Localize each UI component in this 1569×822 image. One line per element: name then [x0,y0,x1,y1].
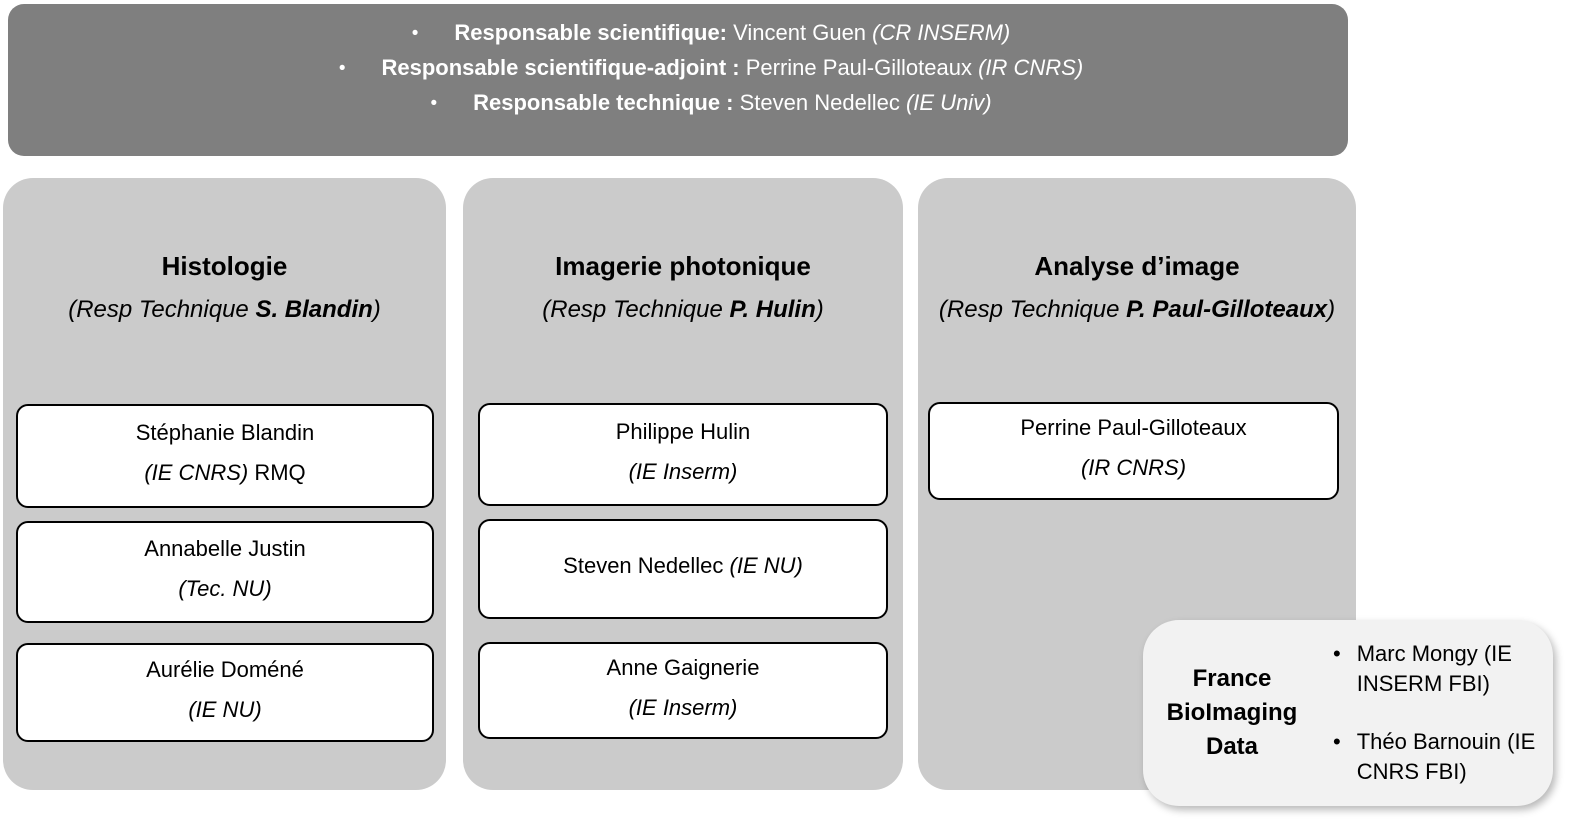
affiliation: (CR INSERM) [872,20,1011,45]
column-subtitle: (Resp Technique P. Paul-Gilloteaux) [938,296,1336,323]
member-name: Stéphanie Blandin [135,420,315,445]
leadership-line-technique: • Responsable technique : Steven Nedellec… [8,86,1348,121]
member-card: Perrine Paul-Gilloteaux (IR CNRS) [928,402,1339,500]
person-name: Steven Nedellec [733,90,906,115]
fbi-member-item: • Marc Mongy (IE INSERM FBI) [1321,639,1553,699]
member-card: Aurélie Doméné (IE NU) [16,643,434,742]
column-subtitle: (Resp Technique S. Blandin) [68,296,381,323]
member-card: Steven Nedellec (IE NU) [478,519,888,619]
france-bioimaging-data-box: France BioImaging Data • Marc Mongy (IE I… [1143,620,1553,806]
bullet-icon: • [1333,729,1341,754]
person-name: Perrine Paul-Gilloteaux [739,55,979,80]
role-label: Responsable technique : [473,90,734,115]
bullet-icon: • [338,58,346,79]
member-card: Anne Gaignerie (IE Inserm) [478,642,888,739]
person-name: Vincent Guen [727,20,873,45]
column-subtitle: (Resp Technique P. Hulin) [542,296,824,323]
affiliation: (IR CNRS) [978,55,1084,80]
member-name: Philippe Hulin [615,418,751,444]
member-card: Philippe Hulin (IE Inserm) [478,403,888,506]
column-title: Analyse d’image [1034,251,1240,281]
member-name: Steven Nedellec (IE NU) [563,553,803,578]
bullet-icon: • [430,93,438,114]
leadership-line-scientifique-adjoint: • Responsable scientifique-adjoint : Perr… [8,51,1348,86]
resp-technique-name: S. Blandin [255,296,373,323]
fbi-member-text: Marc Mongy (IE INSERM FBI) [1356,641,1512,696]
role-label: Responsable scientifique-adjoint : [381,55,740,80]
bullet-icon: • [1333,641,1341,666]
member-role: (IR CNRS) [1080,455,1187,480]
leadership-line-scientifique: •Responsable scientifique: Vincent Guen … [8,16,1348,51]
member-name: Perrine Paul-Gilloteaux [1020,415,1247,440]
member-name: Aurélie Doméné [146,656,304,682]
member-role: (IE Inserm) [628,694,738,720]
column-title: Imagerie photonique [555,251,811,281]
fbi-member-text: Théo Barnouin (IE CNRS FBI) [1356,729,1536,784]
member-name: Anne Gaignerie [606,654,760,680]
resp-technique-name: P. Hulin [729,296,816,323]
leadership-panel: •Responsable scientifique: Vincent Guen … [8,4,1348,156]
member-role: (IE Inserm) [628,458,738,484]
affiliation: (IE Univ) [905,90,992,115]
resp-technique-name: P. Paul-Gilloteaux [1126,296,1328,323]
member-name: Annabelle Justin [144,536,306,561]
column-title: Histologie [161,251,288,281]
bullet-icon: • [411,23,419,44]
fbi-title: France BioImaging Data [1166,665,1298,760]
role-label: Responsable scientifique: [454,20,728,45]
member-role: (Tec. NU) [178,576,272,601]
fbi-member-list: • Marc Mongy (IE INSERM FBI) • Théo Barnou… [1321,639,1553,787]
member-role: (IE NU) [188,696,262,722]
fbi-member-item: • Théo Barnouin (IE CNRS FBI) [1321,727,1553,787]
member-card: Annabelle Justin (Tec. NU) [16,521,434,623]
member-card: Stéphanie Blandin (IE CNRS) RMQ [16,404,434,508]
member-role: (IE CNRS) RMQ [144,460,306,485]
